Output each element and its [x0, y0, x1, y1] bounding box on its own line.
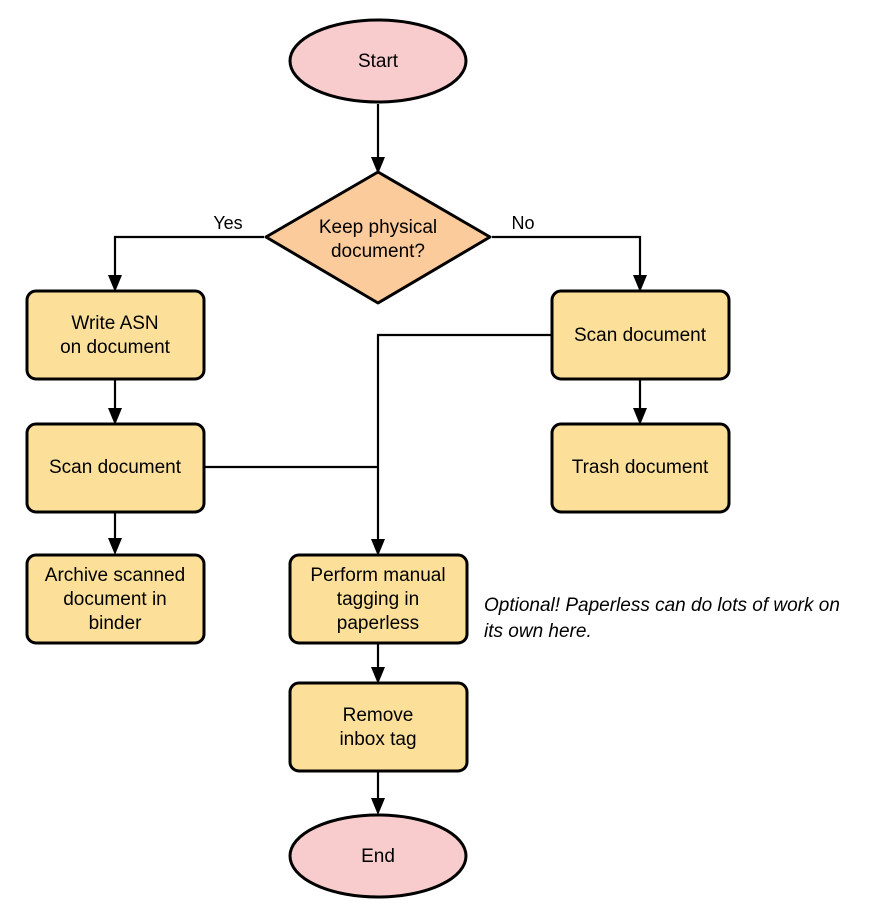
write-asn-box: [25, 289, 206, 381]
archive-label-line1: Archive scanned: [45, 565, 185, 586]
trash-document-box: [550, 422, 731, 514]
note-line1: Optional! Paperless can do lots of work …: [484, 595, 840, 616]
scan-document-left-box: [25, 422, 206, 514]
scan-document-left-label: Scan document: [49, 457, 182, 478]
start-label: Start: [358, 51, 399, 72]
trash-document-label: Trash document: [572, 457, 709, 478]
annotation-note-optional: Optional! Paperless can do lots of work …: [484, 595, 840, 642]
node-start[interactable]: Start: [288, 18, 468, 104]
end-label: End: [361, 846, 395, 867]
edge-label-no: No: [511, 213, 534, 233]
archive-label-line3: binder: [89, 613, 142, 634]
tagging-box: [288, 553, 469, 645]
arrowhead-scan-left-to-archive: [108, 538, 122, 555]
start-ellipse: [288, 18, 468, 104]
arrowhead-remove-inbox-to-end: [371, 798, 385, 815]
edge-decision-yes-to-write-asn: [113, 235, 264, 281]
tagging-label-line1: Perform manual: [310, 565, 445, 586]
node-scan-document-right[interactable]: Scan document: [550, 289, 731, 381]
arrowhead-write-asn-to-scan-left: [108, 408, 122, 425]
decision-diamond: [264, 170, 492, 305]
tagging-label-line2: tagging in: [337, 589, 419, 610]
node-end[interactable]: End: [288, 813, 468, 899]
scan-document-right-box: [550, 289, 731, 381]
edge-decision-no-to-scan-right: [492, 235, 642, 281]
node-scan-document-left[interactable]: Scan document: [25, 422, 206, 514]
arrowhead-scan-right-to-tagging: [371, 539, 385, 556]
remove-inbox-label-line2: inbox tag: [339, 729, 416, 750]
note-line2: its own here.: [484, 621, 592, 642]
edge-scan-right-to-tagging: [376, 333, 552, 545]
node-archive-scanned-document[interactable]: Archive scanned document in binder: [25, 553, 206, 645]
arrowhead-tagging-to-remove-inbox: [371, 667, 385, 684]
write-asn-label-line1: Write ASN: [71, 313, 158, 334]
tagging-label-line3: paperless: [337, 613, 419, 634]
scan-document-right-label: Scan document: [574, 325, 707, 346]
node-perform-manual-tagging[interactable]: Perform manual tagging in paperless: [288, 553, 469, 645]
arrowhead-scan-right-to-trash: [633, 408, 647, 425]
edge-label-yes: Yes: [213, 213, 242, 233]
end-ellipse: [288, 813, 468, 899]
decision-label-line1: Keep physical: [319, 217, 437, 238]
remove-inbox-tag-box: [288, 681, 469, 773]
node-trash-document[interactable]: Trash document: [550, 422, 731, 514]
arrowhead-start-to-decision: [371, 157, 385, 174]
node-remove-inbox-tag[interactable]: Remove inbox tag: [288, 681, 469, 773]
write-asn-label-line2: on document: [60, 337, 171, 358]
arrowhead-decision-yes: [108, 275, 122, 292]
archive-label-line2: document in: [63, 589, 167, 610]
node-decision-keep-physical-document[interactable]: Keep physical document?: [264, 170, 492, 305]
archive-box: [25, 553, 206, 645]
edges-layer: [108, 104, 647, 815]
remove-inbox-label-line1: Remove: [343, 705, 414, 726]
decision-label-line2: document?: [331, 241, 425, 262]
arrowhead-decision-no: [633, 275, 647, 292]
node-write-asn[interactable]: Write ASN on document: [25, 289, 206, 381]
